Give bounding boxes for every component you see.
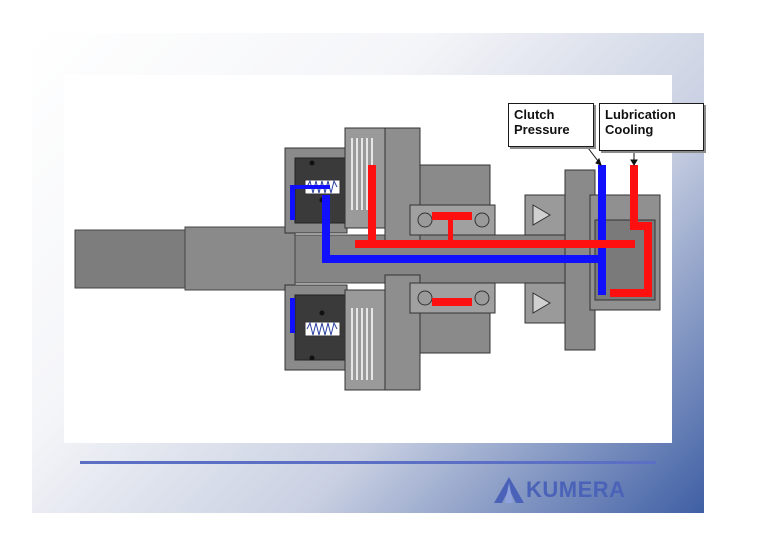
clutch-plates-lower — [351, 308, 373, 380]
lubrication-line — [355, 165, 652, 306]
logo-text: KUMERA — [526, 477, 626, 502]
clutch-pressure-line — [290, 165, 606, 333]
kumera-logo: KUMERA — [494, 477, 625, 503]
bearing-right — [524, 194, 571, 324]
footer-divider — [80, 461, 656, 464]
clutch-pressure-label: Clutch Pressure — [508, 103, 594, 147]
clutch-housing-upper — [284, 127, 491, 244]
spring-lower — [304, 321, 341, 337]
lubrication-cooling-label: Lubrication Cooling — [599, 103, 704, 151]
kumera-logo-icon — [494, 477, 524, 503]
